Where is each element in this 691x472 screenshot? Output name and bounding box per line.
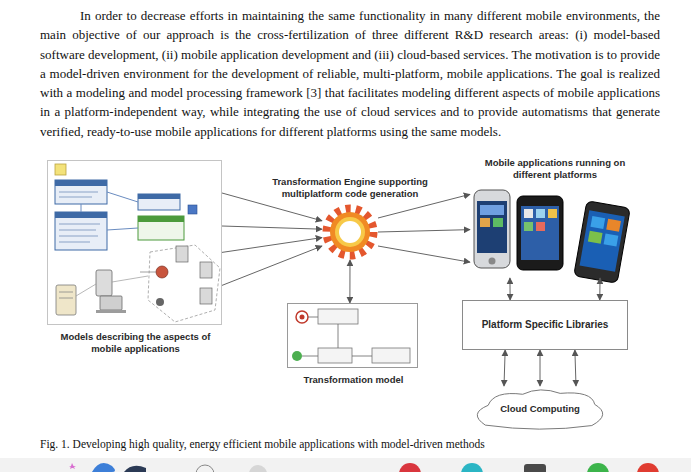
connector-arrow (349, 260, 350, 303)
connector-arrow (378, 246, 470, 262)
transformation-model-box: Transformation model (287, 303, 418, 368)
connector-arrow (222, 226, 322, 229)
connector-arrow (599, 278, 600, 300)
connector-arrow (222, 238, 322, 253)
connector-arrow (504, 350, 505, 386)
node-label: Cloud Computing (494, 403, 586, 415)
phone-group: Mobile applications running on different… (470, 185, 640, 278)
connector-arrow (222, 246, 322, 285)
gear-outline (322, 204, 378, 260)
model-sketches (55, 164, 220, 322)
taskbar-strip (0, 458, 691, 472)
phone-pictures (474, 190, 630, 283)
connector-arrow (540, 350, 541, 386)
node-label: Transformation Engine supporting multipl… (265, 176, 435, 200)
label-holder: Platform Specific Libraries (463, 301, 627, 349)
node-label: Mobile applications running on different… (468, 157, 643, 181)
figure-caption: Fig. 1. Developing high quality, energy … (40, 437, 660, 451)
connector-arrow (378, 230, 470, 232)
library-box: Platform Specific Libraries (462, 300, 628, 350)
mini-model-sketch (292, 309, 410, 363)
cloud-shape: Cloud Computing (468, 386, 612, 432)
model-area: Models describing the aspects of mobile … (47, 160, 222, 325)
body-paragraph: In order to decrease efforts in maintain… (40, 6, 660, 141)
connector-arrow (509, 278, 510, 300)
node-label: Platform Specific Libraries (476, 319, 615, 331)
node-label: Transformation model (279, 374, 429, 386)
node-label: Models describing the aspects of mobile … (53, 331, 218, 355)
label-holder: Cloud Computing (468, 386, 612, 432)
transformation-engine: Transformation Engine supporting multipl… (322, 204, 378, 260)
connector-arrow (575, 350, 576, 386)
